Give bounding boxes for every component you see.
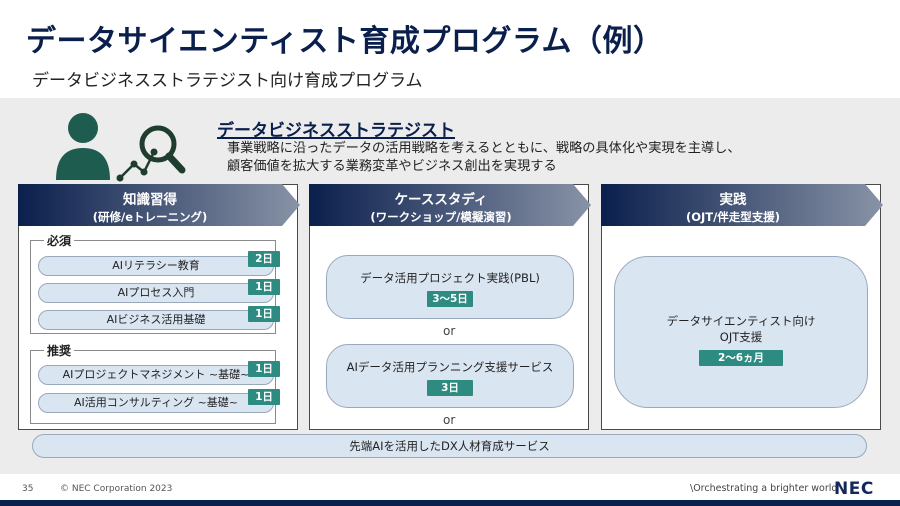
case-planning-label: AIデータ活用プランニング支援サービス [346, 360, 554, 374]
role-description: 事業戦略に沿ったデータの活用戦略を考えるとともに、戦略の具体化や実現を主導し、 … [227, 140, 741, 176]
duration-badge: 3日 [427, 380, 473, 396]
case-planning[interactable]: AIデータ活用プランニング支援サービス 3日 [326, 344, 574, 408]
copyright: © NEC Corporation 2023 [60, 484, 173, 494]
person-icon [56, 113, 110, 180]
course-ai-business[interactable]: AIビジネス活用基礎 [38, 310, 274, 330]
role-desc-line2: 顧客価値を拡大する業務変革やビジネス創出を実現する [227, 159, 557, 174]
footer-bar [0, 500, 900, 506]
knowledge-arrow: 知識習得 (研修/eトレーニング) [18, 184, 300, 226]
role-title: データビジネスストラテジスト [217, 121, 455, 141]
course-ai-consulting[interactable]: AI活用コンサルティング ~基礎~ [38, 393, 274, 413]
recommended-label: 推奨 [44, 342, 75, 359]
knowledge-subtitle: (研修/eトレーニング) [92, 210, 208, 224]
course-label: AIビジネス活用基礎 [106, 313, 206, 326]
required-label: 必須 [44, 232, 75, 249]
course-label: AIリテラシー教育 [112, 259, 200, 272]
role-desc-line1: 事業戦略に沿ったデータの活用戦略を考えるとともに、戦略の具体化や実現を主導し、 [227, 141, 741, 156]
knowledge-title: 知識習得 [123, 192, 177, 208]
page-subtitle: データビジネスストラテジスト向け育成プログラム [32, 71, 423, 91]
tagline: \Orchestrating a brighter world [690, 483, 838, 494]
or-text: or [443, 413, 456, 427]
course-label: AI活用コンサルティング ~基礎~ [73, 396, 239, 409]
case-study-arrow: ケーススタディ (ワークショップ/模擬演習) [309, 184, 591, 226]
practice-label-line2: OJT支援 [719, 330, 763, 344]
practice-arrow: 実践 (OJT/伴走型支援) [601, 184, 883, 226]
duration-badge: 3～5日 [427, 291, 473, 307]
or-text: or [443, 324, 456, 338]
practice-label-line1: データサイエンティスト向け [666, 314, 816, 328]
duration-badge: 2～6ヵ月 [699, 350, 783, 366]
course-label: AIプロジェクトマネジメント ~基礎~ [62, 368, 250, 381]
nec-logo: NEC [834, 479, 874, 499]
page-title: データサイエンティスト育成プログラム（例） [26, 24, 664, 59]
practice-ojt[interactable]: データサイエンティスト向け OJT支援 2～6ヵ月 [614, 256, 868, 408]
course-label: AIプロセス入門 [117, 286, 195, 299]
case-study-title: ケーススタディ [394, 192, 488, 208]
practice-title: 実践 [719, 192, 747, 208]
course-ai-literacy[interactable]: AIリテラシー教育 [38, 256, 274, 276]
days-badge: 2日 [248, 251, 280, 267]
case-pbl[interactable]: データ活用プロジェクト実践(PBL) 3～5日 [326, 255, 574, 319]
days-badge: 1日 [248, 279, 280, 295]
days-badge: 1日 [248, 389, 280, 405]
course-ai-pm[interactable]: AIプロジェクトマネジメント ~基礎~ [38, 365, 274, 385]
days-badge: 1日 [248, 361, 280, 377]
analytics-magnifier-icon [116, 125, 186, 182]
dx-service-label: 先端AIを活用したDX人材育成サービス [349, 439, 550, 453]
days-badge: 1日 [248, 306, 280, 322]
page-number: 35 [22, 484, 34, 494]
case-study-subtitle: (ワークショップ/模擬演習) [370, 210, 512, 224]
case-pbl-label: データ活用プロジェクト実践(PBL) [360, 271, 540, 285]
course-ai-process[interactable]: AIプロセス入門 [38, 283, 274, 303]
practice-subtitle: (OJT/伴走型支援) [685, 210, 781, 224]
dx-service-bar[interactable]: 先端AIを活用したDX人材育成サービス [32, 434, 867, 458]
